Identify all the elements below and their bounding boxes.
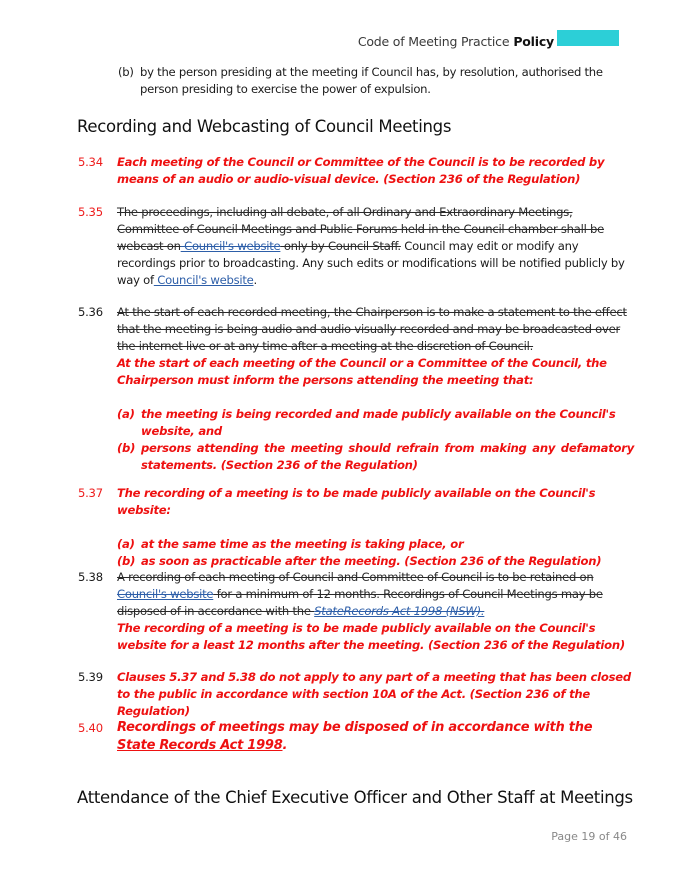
- sub-text: the meeting is being recorded and made p…: [141, 407, 616, 438]
- sub-item-a: (a) at the same time as the meeting is t…: [117, 536, 634, 553]
- clause-5-37: 5.37 The recording of a meeting is to be…: [78, 485, 634, 570]
- clause-body: The recording of a meeting is to be made…: [117, 485, 634, 570]
- council-website-link[interactable]: Council's website: [153, 273, 254, 287]
- intro-list-item: (b) by the person presiding at the meeti…: [118, 64, 618, 98]
- list-label: (b): [118, 65, 134, 79]
- struck-text: for a minimum of 12 months. Recordings o…: [117, 587, 603, 618]
- clause-number: 5.40: [78, 721, 103, 735]
- sub-item-b: (b) as soon as practicable after the mee…: [117, 553, 634, 570]
- sub-label: (a): [117, 407, 135, 421]
- clause-added-text: Clauses 5.37 and 5.38 do not apply to an…: [117, 670, 631, 718]
- clause-number: 5.37: [78, 486, 103, 500]
- clause-5-36: 5.36 At the start of each recorded meeti…: [78, 304, 634, 474]
- document-title-bold: Policy: [513, 33, 554, 49]
- struck-text: only by Council Staff.: [280, 239, 401, 253]
- struck-text: A recording of each meeting of Council a…: [117, 570, 594, 584]
- clause-5-35: 5.35 The proceedings, including all deba…: [78, 204, 634, 289]
- period: .: [282, 738, 288, 753]
- sub-label: (b): [117, 554, 136, 568]
- clause-added-text: Each meeting of the Council or Committee…: [117, 155, 605, 186]
- sub-item-a: (a) the meeting is being recorded and ma…: [117, 406, 634, 440]
- clause-5-39: 5.39 Clauses 5.37 and 5.38 do not apply …: [78, 669, 634, 720]
- sub-text: persons attending the meeting should ref…: [141, 441, 634, 472]
- clause-added-text: The recording of a meeting is to be made…: [117, 621, 625, 652]
- council-website-link-struck[interactable]: Council's website: [117, 587, 214, 601]
- clause-number: 5.38: [78, 570, 103, 584]
- clause-body: The proceedings, including all debate, o…: [117, 204, 634, 289]
- clause-added-text: At the start of each meeting of the Coun…: [117, 356, 607, 387]
- page-header: Code of Meeting Practice Policy: [357, 30, 619, 49]
- clause-body: At the start of each recorded meeting, t…: [117, 304, 634, 474]
- clause-number: 5.36: [78, 305, 103, 319]
- council-website-link-struck[interactable]: Council's website: [180, 239, 281, 253]
- struck-text: The proceedings, including all debate, o…: [117, 205, 605, 253]
- section-heading: Recording and Webcasting of Council Meet…: [77, 117, 452, 136]
- kept-text: Council may edit or modify any recording…: [117, 239, 625, 287]
- clause-added-text: The recording of a meeting is to be made…: [117, 486, 596, 517]
- state-records-act-link[interactable]: State Records Act 1998: [117, 738, 283, 753]
- sub-text: at the same time as the meeting is takin…: [141, 537, 464, 551]
- period: .: [253, 273, 258, 287]
- header-accent-bar: [557, 30, 619, 46]
- clause-5-38: 5.38 A recording of each meeting of Coun…: [78, 569, 634, 654]
- added-text: Recordings of meetings may be disposed o…: [117, 720, 593, 735]
- sub-item-b: (b) persons attending the meeting should…: [117, 440, 634, 474]
- sub-label: (a): [117, 537, 135, 551]
- struck-text: At the start of each recorded meeting, t…: [117, 305, 627, 353]
- clause-body: A recording of each meeting of Council a…: [117, 569, 634, 654]
- clause-5-34: 5.34 Each meeting of the Council or Comm…: [78, 154, 634, 188]
- page-number: Page 19 of 46: [551, 830, 627, 843]
- clause-number: 5.35: [78, 205, 103, 219]
- clause-added-text: Recordings of meetings may be disposed o…: [117, 719, 634, 755]
- sub-text: as soon as practicable after the meeting…: [141, 554, 602, 568]
- clause-number: 5.34: [78, 155, 103, 169]
- state-records-act-link-struck[interactable]: StateRecords Act 1998 (NSW).: [314, 604, 485, 618]
- document-title: Code of Meeting Practice: [357, 33, 510, 49]
- clause-5-40: 5.40 Recordings of meetings may be dispo…: [78, 719, 634, 755]
- list-text: by the person presiding at the meeting i…: [140, 65, 603, 96]
- next-section-heading: Attendance of the Chief Executive Office…: [77, 788, 633, 807]
- clause-number: 5.39: [78, 670, 103, 684]
- sub-label: (b): [117, 441, 136, 455]
